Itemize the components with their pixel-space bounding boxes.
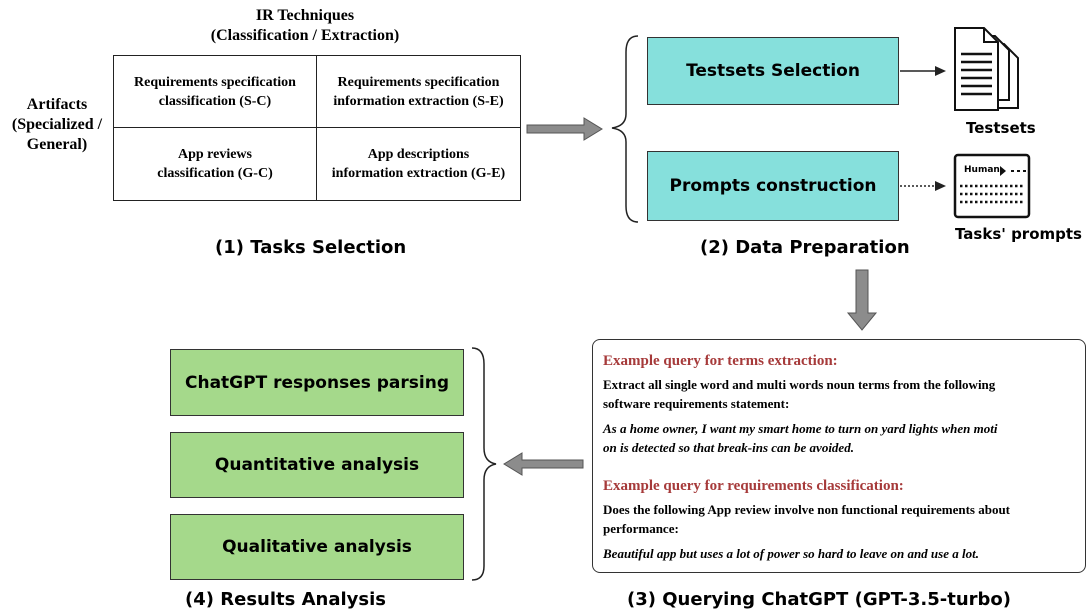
prompt-screen-icon (953, 153, 1031, 219)
down-block-arrow (846, 269, 878, 331)
data-preparation-label: (2) Data Preparation (700, 237, 910, 258)
artifacts-label: Artifacts (Specialized / General) (0, 95, 114, 155)
testsets-arrowhead (935, 66, 946, 76)
testsets-icon-label: Testsets (966, 119, 1036, 137)
results-brace (471, 347, 497, 581)
terms-query-line1: Extract all single word and multi words … (603, 377, 996, 392)
terms-query-text: Extract all single word and multi words … (603, 375, 1075, 413)
ir-title-line2: (Classification / Extraction) (210, 27, 400, 44)
classification-query-heading: Example query for requirements classific… (603, 478, 904, 494)
prompts-arrowhead (935, 181, 946, 191)
qualitative-analysis-box: Qualitative analysis (170, 514, 464, 580)
prompts-construction-box: Prompts construction (647, 151, 899, 221)
terms-query-heading: Example query for terms extraction: (603, 353, 838, 369)
query-examples-box: Example query for terms extraction: Extr… (592, 339, 1086, 573)
right-block-arrow (526, 117, 603, 141)
cell-g-c-line2: classification (G-C) (157, 166, 273, 181)
terms-example-line2: on is detected so that break-ins can be … (603, 440, 854, 455)
tasks-grid: Requirements specification classification… (113, 55, 521, 201)
prompts-icon-label: Tasks' prompts (955, 225, 1082, 243)
terms-query-line2: software requirements statement: (603, 396, 790, 411)
classification-query-text: Does the following App review involve no… (603, 500, 1075, 538)
data-prep-brace (611, 35, 639, 223)
responses-parsing-box: ChatGPT responses parsing (170, 349, 464, 416)
artifacts-line1: Artifacts (26, 96, 88, 113)
cell-g-c: App reviews classification (G-C) (114, 128, 317, 200)
cell-g-e-line1: App descriptions (367, 147, 470, 162)
cell-g-c-line1: App reviews (177, 147, 252, 162)
document-stack-icon (954, 27, 1019, 111)
ir-techniques-title: IR Techniques (Classification / Extracti… (180, 6, 430, 46)
classification-query-example: Beautiful app but uses a lot of power so… (603, 546, 979, 561)
artifacts-line3: General) (26, 136, 88, 153)
cell-g-e-line2: information extraction (G-E) (331, 166, 506, 181)
cell-s-e-line1: Requirements specification (337, 74, 500, 90)
artifacts-line2: (Specialized / (11, 116, 103, 133)
quantitative-analysis-box: Quantitative analysis (170, 432, 464, 498)
cell-g-e: App descriptions information extraction (… (317, 128, 520, 200)
cell-s-e-line2: information extraction (S-E) (333, 93, 504, 109)
cell-s-c-line1: Requirements specification (134, 74, 296, 90)
terms-query-example: As a home owner, I want my smart home to… (603, 419, 1075, 457)
querying-label: (3) Querying ChatGPT (GPT-3.5-turbo) (627, 589, 1012, 610)
cell-s-e: Requirements specification information ex… (317, 56, 520, 128)
terms-example-line1: As a home owner, I want my smart home to… (603, 421, 998, 436)
results-analysis-label: (4) Results Analysis (185, 589, 386, 610)
classification-query-line1: Does the following App review involve no… (603, 502, 1010, 517)
ir-title-line1: IR Techniques (255, 7, 355, 24)
cell-s-c-line2: classification (S-C) (158, 93, 272, 109)
left-block-arrow (503, 452, 584, 476)
human-label: Human (964, 165, 1000, 175)
classification-query-line2: performance: (603, 521, 679, 536)
tasks-selection-label: (1) Tasks Selection (215, 237, 407, 258)
cell-s-c: Requirements specification classification… (114, 56, 317, 128)
testsets-selection-box: Testsets Selection (647, 37, 899, 105)
